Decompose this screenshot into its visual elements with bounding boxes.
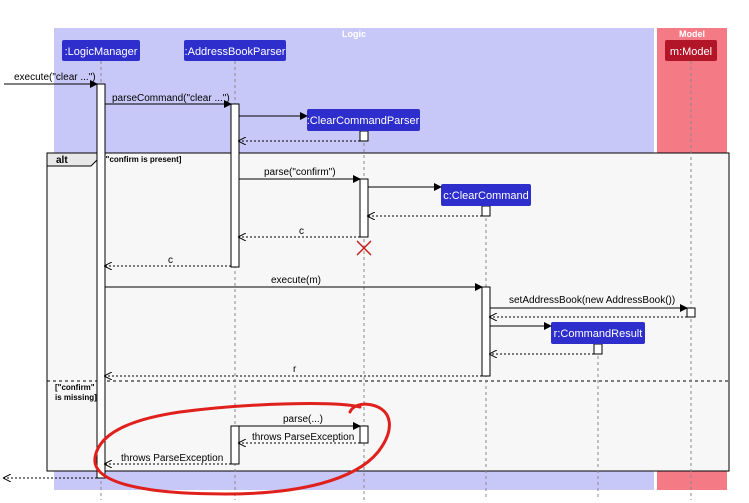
- guard-confirm-missing-line2: is missing]: [55, 393, 97, 402]
- red-annotation-circle: [93, 402, 391, 496]
- model-box-label: Model: [679, 29, 705, 39]
- msg-execute-m-label: execute(m): [271, 275, 321, 286]
- activation-address-book-parser-1: [230, 103, 240, 268]
- participant-logic-manager: [62, 40, 140, 61]
- alt-operator: alt: [56, 155, 68, 166]
- msg-execute-clear-label: execute("clear ..."): [14, 72, 96, 83]
- participant-command-result: [551, 322, 645, 344]
- activation-address-book-parser-2: [230, 425, 240, 465]
- alt-fragment-tab: [46, 152, 98, 167]
- participant-model-label: m:Model: [670, 46, 712, 58]
- msg-return-c-inner-label: c: [299, 226, 304, 237]
- participant-address-book-parser: [184, 40, 286, 61]
- msg-return-c-outer-label: c: [168, 255, 173, 266]
- activation-clear-command-parser-2: [359, 178, 369, 238]
- logic-box-label: Logic: [342, 29, 366, 39]
- msg-return-r-label: r: [293, 364, 297, 375]
- msg-throws-outer-label: throws ParseException: [121, 453, 223, 464]
- msg-throws-inner-label: throws ParseException: [252, 432, 354, 443]
- msg-set-address-book-label: setAddressBook(new AddressBook()): [509, 295, 675, 306]
- participant-command-result-label: r:CommandResult: [554, 328, 643, 340]
- participant-clear-command-label: c:ClearCommand: [443, 190, 529, 202]
- participant-address-book-parser-label: :AddressBookParser: [185, 46, 286, 58]
- msg-parse-command-label: parseCommand("clear ..."): [112, 93, 230, 104]
- activation-command-result: [593, 343, 603, 355]
- activation-clear-command-parser-1: [359, 130, 369, 142]
- participant-clear-command: [441, 184, 531, 206]
- activation-model: [686, 307, 696, 318]
- msg-parse-confirm-label: parse("confirm"): [264, 167, 336, 178]
- participant-model: [665, 40, 717, 61]
- participant-clear-command-parser: [307, 109, 420, 131]
- activation-clear-command-execute: [481, 286, 491, 377]
- activation-clear-command-parser-3: [359, 425, 369, 444]
- participant-logic-manager-label: :LogicManager: [65, 46, 138, 58]
- activation-logic-manager: [96, 83, 106, 479]
- msg-parse-ellipsis-label: parse(...): [283, 414, 323, 425]
- guard-confirm-missing-line1: ["confirm": [55, 383, 95, 392]
- destroy-marker: [356, 240, 372, 256]
- participant-clear-command-parser-label: :ClearCommandParser: [307, 115, 420, 127]
- activation-clear-command: [481, 205, 491, 217]
- guard-confirm-present: ["confirm is present]: [103, 155, 182, 164]
